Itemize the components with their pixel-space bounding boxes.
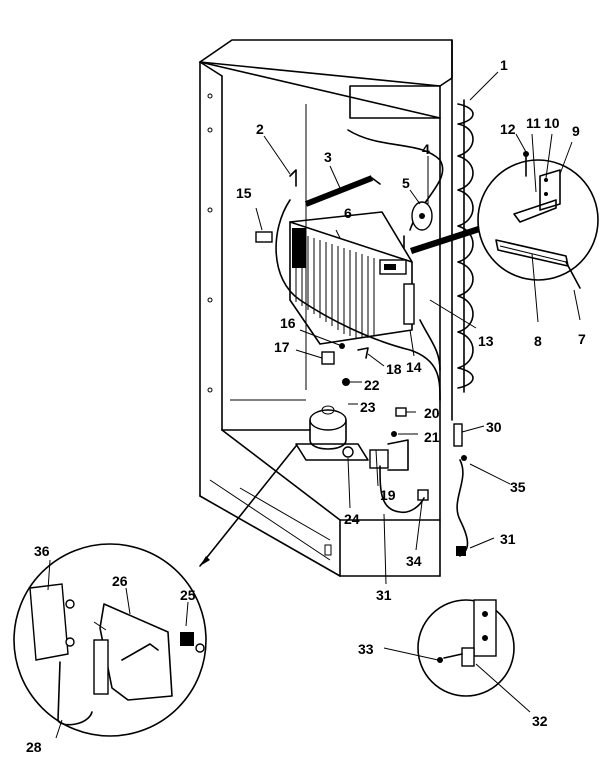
callout-31-cord: 31 [500,531,516,547]
callout-34: 34 [406,553,422,569]
callout-15: 15 [236,185,252,201]
callout-1: 1 [500,57,508,73]
bracket-detail [477,151,599,289]
callout-23: 23 [360,399,376,415]
callout-4: 4 [422,141,430,157]
callout-26: 26 [112,573,128,589]
leader-lines [47,71,581,739]
callout-2: 2 [256,121,264,137]
callout-3: 3 [324,149,332,165]
compressor [295,405,369,461]
callout-22: 22 [364,377,380,393]
callout-21: 21 [424,429,440,445]
callout-20: 20 [424,405,440,421]
callout-18: 18 [386,361,402,377]
detail-pointer-arrow [410,226,480,254]
callout-10: 10 [544,115,560,131]
outlet-detail [417,599,515,697]
callout-19: 19 [380,487,396,503]
callout-16: 16 [280,315,296,331]
callout-9: 9 [572,123,580,139]
cabinet [199,39,453,577]
callout-31-wire: 31 [376,587,392,603]
callout-14: 14 [406,359,422,375]
callout-36: 36 [34,543,50,559]
defrost-heater [304,175,381,207]
callout-7: 7 [578,331,586,347]
small-parts [255,169,469,557]
callout-13: 13 [478,333,494,349]
condenser-coil [457,99,474,393]
callout-30: 30 [486,419,502,435]
callout-25: 25 [180,587,196,603]
callout-8: 8 [534,333,542,349]
callout-32: 32 [532,713,548,729]
compressor-electrics-detail [13,543,207,737]
callout-17: 17 [274,339,290,355]
callout-11: 11 [526,115,541,131]
callout-35: 35 [510,479,526,495]
callouts: 1 2 3 4 5 6 7 8 9 10 11 12 13 14 15 16 1… [26,57,586,755]
callout-33: 33 [358,641,374,657]
compressor-detail-leader [199,445,297,567]
callout-24: 24 [344,511,360,527]
callout-6: 6 [344,205,352,221]
callout-5: 5 [402,175,410,191]
callout-12: 12 [500,121,516,137]
callout-28: 28 [26,739,42,755]
evaporator [289,211,415,345]
